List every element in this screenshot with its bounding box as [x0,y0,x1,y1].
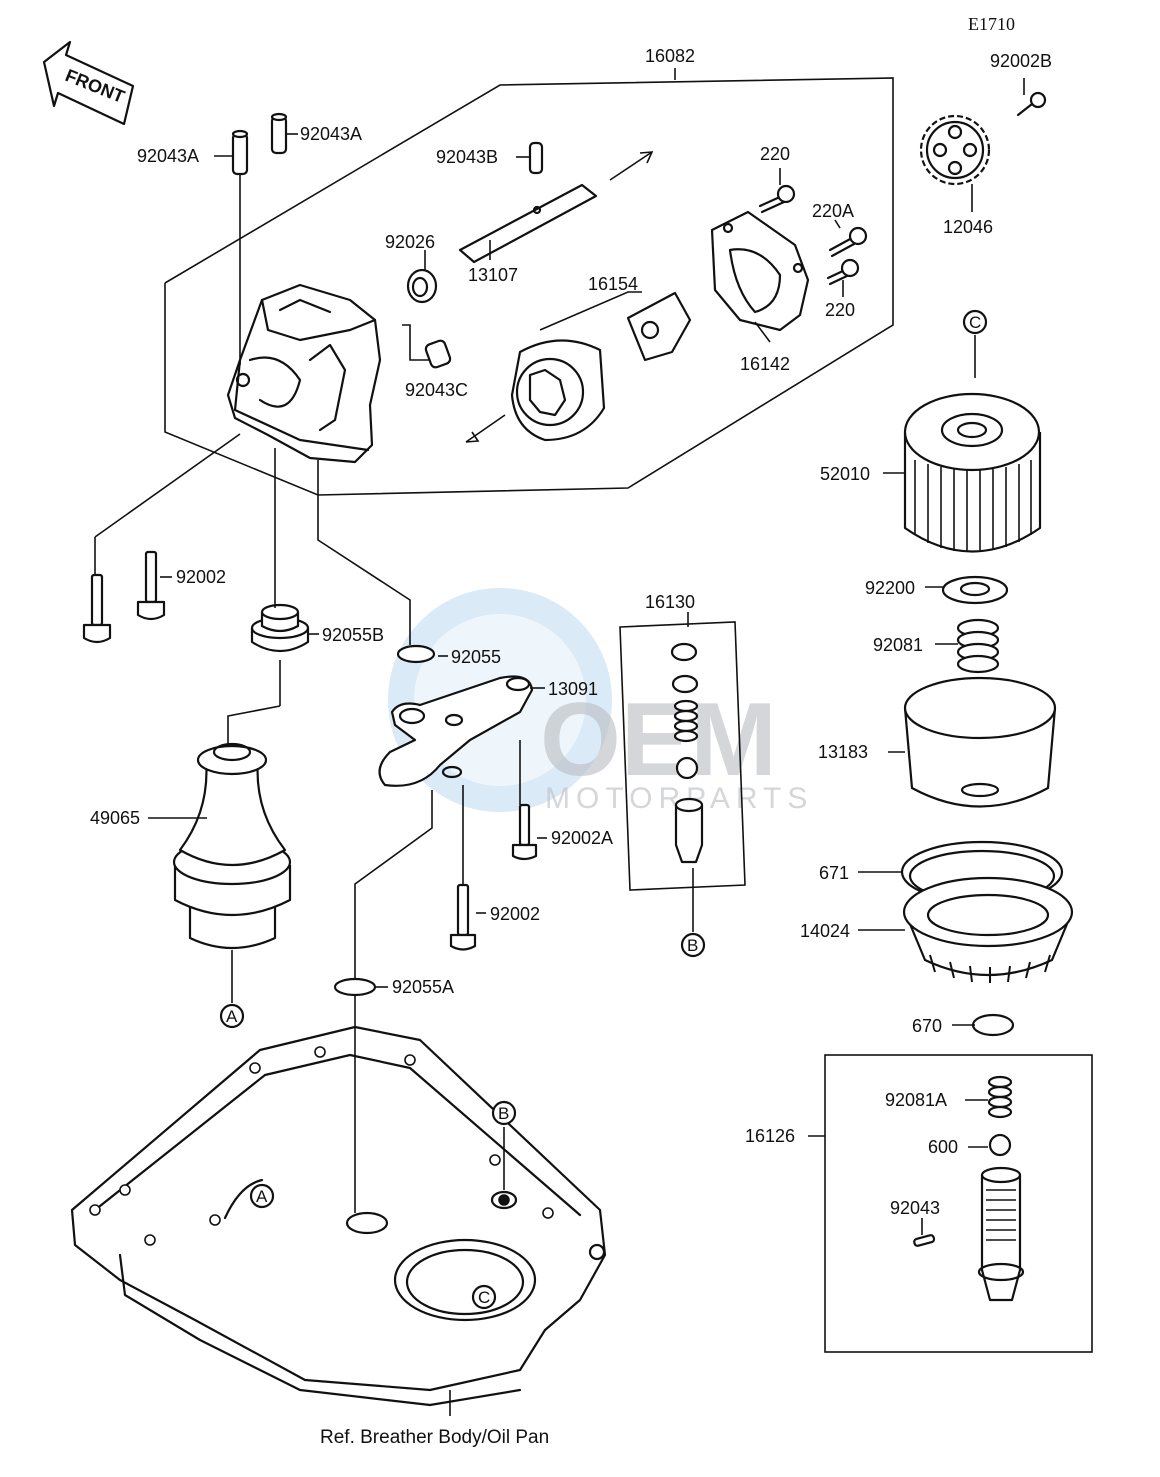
dowel-pin-92043a-right [270,112,288,155]
bolt-92002-left-a [82,573,112,644]
oil-pan [70,1025,607,1407]
label-49065: 49065 [90,808,140,828]
label-670: 670 [912,1016,942,1036]
bolt-92002-center [449,883,477,951]
oil-filter-52010 [903,392,1042,553]
svg-text:C: C [969,313,981,332]
valve-body [977,1166,1025,1302]
label-92200: 92200 [865,578,915,598]
label-671: 671 [819,863,849,883]
label-92043a-right: 92043A [300,124,362,144]
diagram-code: E1710 [968,14,1015,34]
label-220-top: 220 [760,144,790,164]
label-600: 600 [928,1137,958,1157]
washer-670 [971,1013,1015,1037]
oil-seal-92026 [406,268,438,304]
label-13183: 13183 [818,742,868,762]
svg-text:A: A [226,1007,238,1026]
label-16082: 16082 [645,46,695,66]
label-92043a-left: 92043A [137,146,199,166]
oil-pipe-13091 [378,675,534,787]
filter-cover-13183 [903,676,1057,808]
label-92081a: 92081A [885,1090,947,1110]
assembly-arrow-lower [465,414,506,443]
pump-cover-16142 [710,210,810,332]
label-92043c: 92043C [405,380,468,400]
label-92043b: 92043B [436,147,498,167]
svg-text:C: C [478,1288,490,1307]
o-ring-92055 [396,644,436,664]
bolt-92002-left-b [136,550,166,621]
part-labels: 16082 92002B 92043A 92043A 92043B 220 22… [90,46,1052,1218]
relief-valve-16130-frame [619,621,746,891]
washer-92200 [941,575,1009,605]
label-92055: 92055 [451,647,501,667]
label-92081: 92081 [873,635,923,655]
inner-rotor-16154 [626,291,692,362]
o-ring-92055a [333,977,377,997]
dowel-pin-92043c [424,339,452,369]
label-52010: 52010 [820,464,870,484]
filter-bracket-14024 [902,876,1074,983]
label-92043: 92043 [890,1198,940,1218]
relief-valve-16126-frame [824,1054,1093,1353]
bolt-92002b [1016,91,1047,117]
oil-strainer-49065 [172,742,292,950]
label-92055b: 92055B [322,625,384,645]
oil-pump-body [226,283,382,464]
label-12046: 12046 [943,217,993,237]
label-13091: 13091 [548,679,598,699]
label-16142: 16142 [740,354,790,374]
label-92002-left: 92002 [176,567,226,587]
leader-lines [94,68,1025,1416]
ref-a-circles: A A [219,1003,275,1209]
bolt-220-top [758,184,796,214]
bolt-220a [828,226,868,258]
oil-pump-assembly-frame [164,77,894,496]
ref-c-circles: C C [471,309,988,1310]
label-92026: 92026 [385,232,435,252]
bolt-92002a [511,803,538,861]
sprocket-12046 [919,114,991,186]
label-92002b: 92002B [990,51,1052,71]
bolt-220-lower [826,258,860,286]
label-92055a: 92055A [392,977,454,997]
pump-shaft-13107 [458,183,598,264]
label-16154: 16154 [588,274,638,294]
relief-valve-16130-parts [670,642,704,864]
label-220a: 220A [812,201,854,221]
plug-92055b [250,603,310,653]
label-220-lower: 220 [825,300,855,320]
assembly-arrow-upper [609,151,653,181]
label-13107: 13107 [468,265,518,285]
spring-92081 [956,618,1000,674]
svg-text:B: B [498,1104,509,1123]
dowel-pin-92043a-left [231,129,249,176]
outer-rotor [510,339,606,442]
pin-92043 [913,1234,936,1247]
label-14024: 14024 [800,921,850,941]
caption: Ref. Breather Body/Oil Pan [320,1427,549,1448]
ball-600 [988,1133,1012,1157]
svg-text:B: B [687,936,698,955]
spring-92081a [987,1075,1013,1119]
front-arrow-icon: FRONT [42,40,135,126]
ref-b-circles: B B [491,932,706,1126]
dowel-pin-92043b [528,141,544,175]
label-92002a: 92002A [551,828,613,848]
label-16126: 16126 [745,1126,795,1146]
label-16130: 16130 [645,592,695,612]
svg-text:A: A [256,1187,268,1206]
label-92002-center: 92002 [490,904,540,924]
